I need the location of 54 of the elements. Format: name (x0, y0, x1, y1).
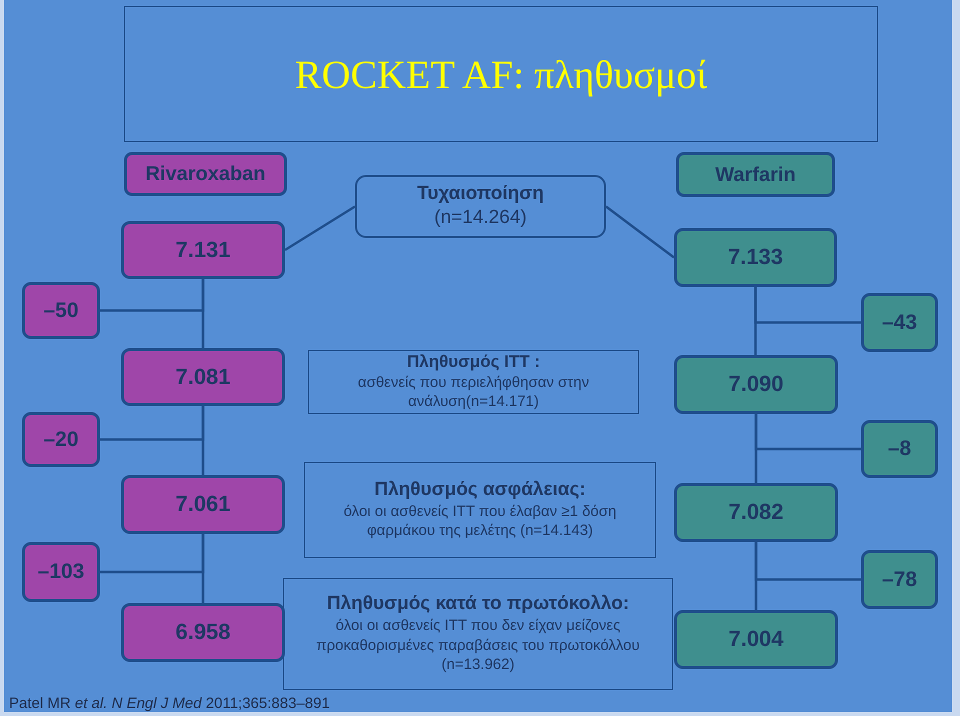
count-change: –8 (888, 436, 912, 462)
count-change: –103 (38, 559, 84, 585)
randomization-title: Τυχαιοποίηση (417, 182, 544, 206)
connector-line (605, 206, 675, 258)
patient-count: 6.958 (175, 619, 231, 646)
patient-change-box (22, 542, 100, 602)
patient-count-box (121, 603, 285, 662)
population-definition: όλοι οι ασθενείς ITT που δεν είχαν μείζονες προκαθορισμένες παραβάσεις του πρωτοκόλλου (n=13.962) (315, 616, 641, 675)
population-box (308, 350, 639, 414)
patient-count: 7.081 (175, 364, 231, 390)
patient-count-box (121, 348, 285, 406)
patient-count-box (674, 483, 838, 542)
connector-line (754, 414, 861, 450)
arm-name: Warfarin (715, 162, 796, 186)
population-title: Πληθυσμός κατά το πρωτόκολλο: (326, 593, 630, 616)
count-change: –43 (882, 310, 918, 336)
randomization-box (355, 175, 606, 238)
connector-line (100, 406, 204, 441)
treatment-arm-box (676, 152, 835, 197)
population-box (283, 578, 673, 690)
population-definition: ασθενείς που περιελήφθησαν στην ανάλυση(n=14.171) (356, 372, 590, 412)
patient-count: 7.090 (728, 371, 784, 398)
count-change: –78 (882, 566, 918, 592)
population-definition: όλοι οι ασθενείς ITT που έλαβαν ≥1 δόση φαρμάκου της μελέτης (n=14.143) (342, 502, 618, 541)
treatment-arm-box (124, 152, 287, 196)
patient-change-box (22, 282, 100, 339)
count-change: –50 (43, 298, 79, 324)
patient-count: 7.004 (728, 626, 784, 653)
connector-line (284, 205, 356, 252)
arm-name: Rivaroxaban (145, 162, 266, 186)
patient-change-box (861, 293, 938, 352)
patient-count-box (674, 228, 837, 287)
population-box (304, 462, 656, 558)
patient-total: (n=14.264) (434, 206, 527, 230)
patient-change-box (22, 412, 100, 467)
patient-count-box (121, 475, 285, 534)
patient-change-box (861, 550, 938, 609)
patient-count: 7.082 (728, 499, 784, 526)
patient-change-box (861, 420, 938, 478)
title: ROCKET AF: πληθυσμοί (294, 50, 708, 98)
patient-count-box (121, 221, 285, 279)
count-change: –20 (43, 426, 79, 452)
patient-count: 7.061 (175, 491, 231, 518)
connector-line (754, 287, 861, 324)
patient-count-box (674, 355, 838, 414)
connector-line (754, 542, 861, 581)
patient-count: 7.133 (728, 244, 784, 271)
connector-line (100, 279, 204, 312)
patient-count-box (674, 610, 838, 669)
population-title: Πληθυσμός ITT : (406, 352, 540, 373)
citation: Patel MR et al. N Engl J Med 2011;365:883–891 (9, 695, 330, 713)
connector-line (100, 534, 204, 574)
population-title: Πληθυσμός ασφάλειας: (374, 479, 586, 502)
patient-count: 7.131 (175, 236, 231, 264)
